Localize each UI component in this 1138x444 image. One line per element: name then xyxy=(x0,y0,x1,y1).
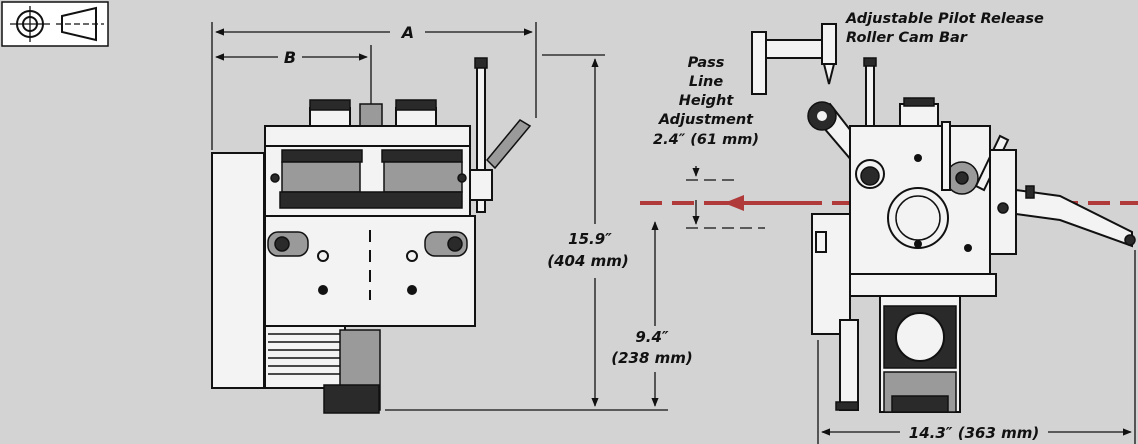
height-total-line1: 15.9″ xyxy=(568,230,612,248)
dimension-a: A xyxy=(211,22,537,150)
height-base-line2: (238 mm) xyxy=(611,349,693,367)
width-side-label: 14.3″ (363 mm) xyxy=(909,424,1039,442)
dimension-b: B xyxy=(215,45,372,104)
height-base-line1: 9.4″ xyxy=(635,328,669,346)
dimension-b-label: B xyxy=(284,48,296,67)
dimension-a-label: A xyxy=(400,23,414,42)
dimension-total-height: 15.9″ (404 mm) xyxy=(385,54,668,411)
pass-line-line3: Height xyxy=(679,93,735,109)
callout-pilot-release: Adjustable Pilot Release Roller Cam Bar xyxy=(845,11,1044,46)
side-view xyxy=(751,23,1136,413)
third-angle-projection-icon xyxy=(1,1,109,47)
height-total-line2: (404 mm) xyxy=(547,252,629,270)
pilot-release-line2: Roller Cam Bar xyxy=(846,30,968,46)
pass-line-line5: 2.4″ (61 mm) xyxy=(653,132,759,148)
dimension-side-width: 14.3″ (363 mm) xyxy=(817,250,1136,444)
pass-line-line2: Line xyxy=(689,74,724,90)
pass-line-line4: Adjustment xyxy=(658,112,754,128)
pilot-release-line1: Adjustable Pilot Release xyxy=(845,11,1044,27)
pass-line-line1: Pass xyxy=(688,55,725,71)
callout-pass-line: Pass Line Height Adjustment 2.4″ (61 mm) xyxy=(653,55,759,148)
front-view xyxy=(211,57,532,414)
pass-line-adjustment-marks xyxy=(686,166,765,229)
dimension-pass-line-height: 9.4″ (238 mm) xyxy=(611,221,693,407)
